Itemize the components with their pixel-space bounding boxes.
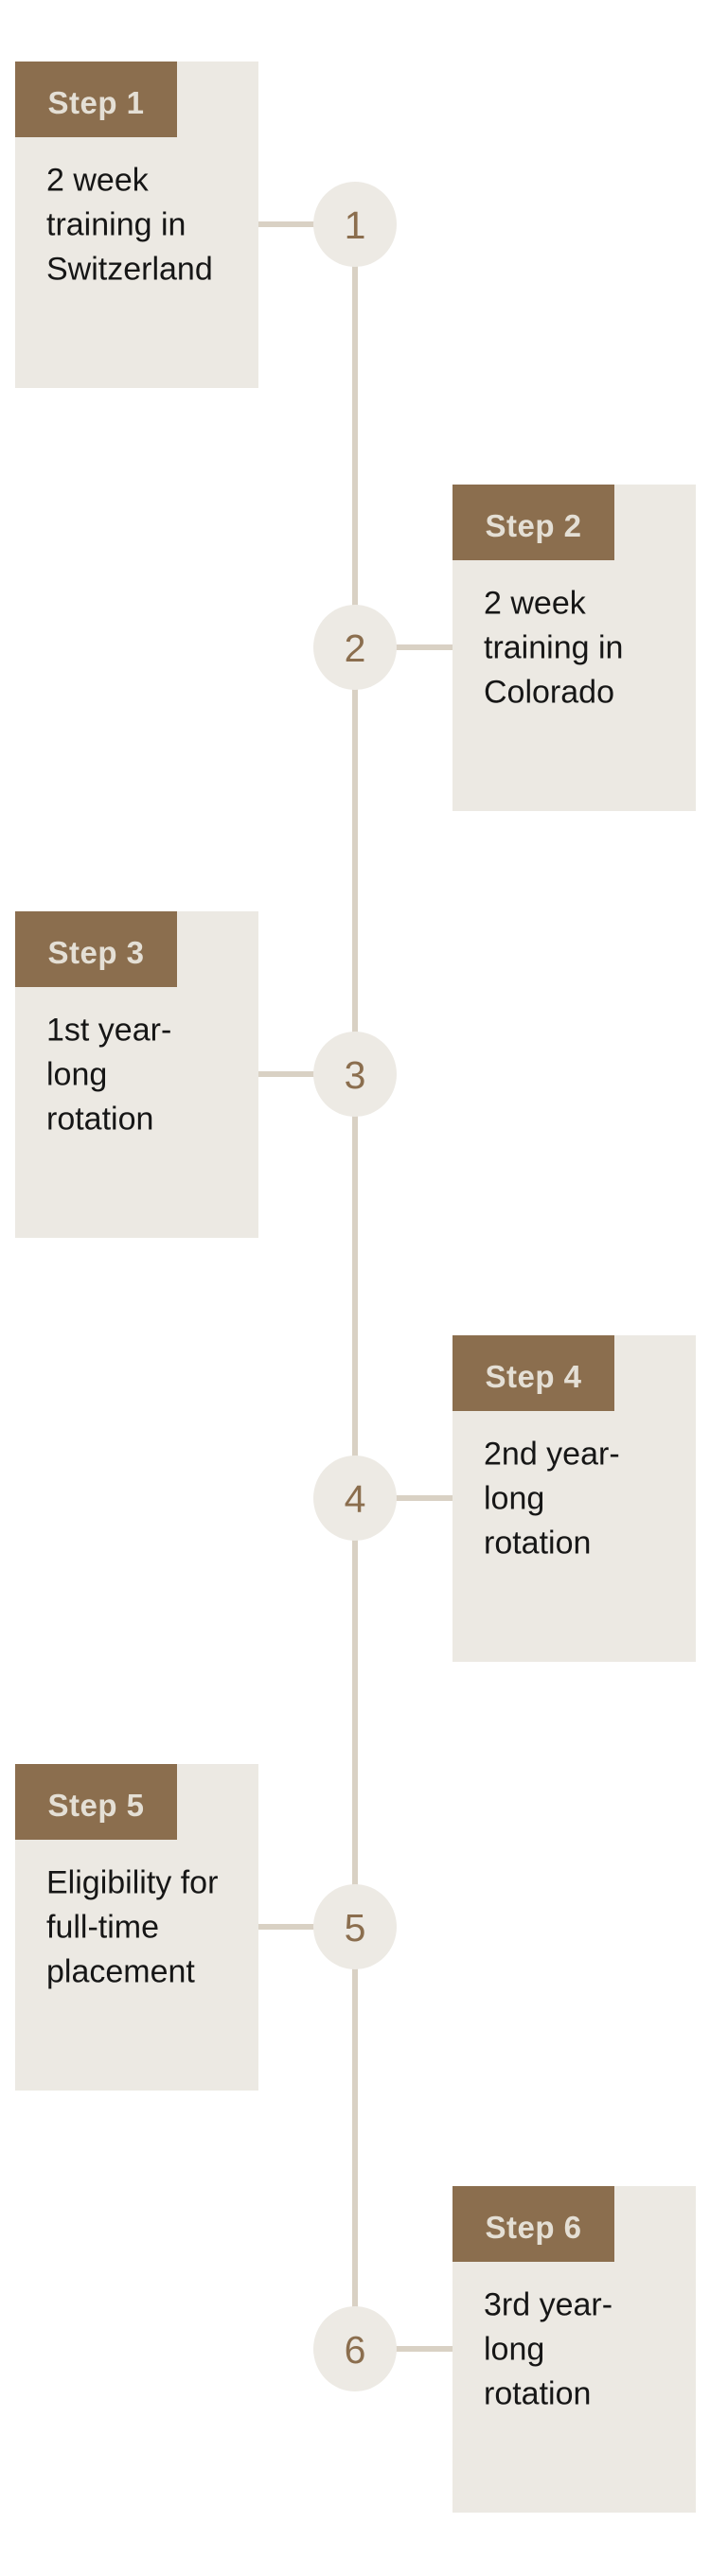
step-card: Step 5 Eligibility for full-time placeme…	[15, 1764, 258, 2091]
step-card: Step 6 3rd year- long rotation	[453, 2186, 696, 2513]
step-badge-label: Step 6	[485, 2209, 582, 2245]
timeline-step-5: Step 5 Eligibility for full-time placeme…	[0, 1764, 710, 2091]
step-card: Step 2 2 week training in Colorado	[453, 485, 696, 811]
step-badge: Step 3	[15, 911, 177, 987]
step-badge-label: Step 5	[47, 1787, 145, 1823]
step-number-circle: 2	[313, 605, 397, 690]
timeline-step-3: Step 3 1st year- long rotation 3	[0, 911, 710, 1238]
connector-line	[251, 1924, 355, 1930]
step-description: 2nd year- long rotation	[484, 1436, 620, 1561]
step-badge: Step 5	[15, 1764, 177, 1840]
timeline-step-4: Step 4 2nd year- long rotation 4	[0, 1335, 710, 1662]
step-number: 6	[344, 2327, 366, 2372]
step-number: 4	[344, 1476, 366, 1521]
step-number-circle: 6	[313, 2306, 397, 2391]
step-badge: Step 6	[453, 2186, 614, 2262]
step-number: 2	[344, 626, 366, 670]
step-description: 2 week training in Switzerland	[46, 162, 213, 287]
step-number-circle: 3	[313, 1032, 397, 1117]
step-description: 1st year- long rotation	[46, 1012, 172, 1137]
step-card: Step 4 2nd year- long rotation	[453, 1335, 696, 1662]
step-badge: Step 2	[453, 485, 614, 560]
step-badge-label: Step 3	[47, 934, 145, 970]
connector-line	[251, 1071, 355, 1077]
timeline-step-2: Step 2 2 week training in Colorado 2	[0, 485, 710, 811]
step-number-circle: 5	[313, 1884, 397, 1969]
timeline-step-6: Step 6 3rd year- long rotation 6	[0, 2186, 710, 2513]
timeline-axis-line	[352, 225, 358, 2347]
step-number-circle: 1	[313, 182, 397, 267]
connector-line	[251, 221, 355, 227]
step-description: Eligibility for full-time placement	[46, 1864, 219, 1989]
step-badge-label: Step 1	[47, 84, 145, 120]
step-badge-label: Step 2	[485, 507, 582, 543]
step-number-circle: 4	[313, 1456, 397, 1541]
step-description: 3rd year- long rotation	[484, 2286, 613, 2411]
timeline-step-1: Step 1 2 week training in Switzerland 1	[0, 62, 710, 388]
connector-line	[355, 644, 459, 650]
step-card: Step 1 2 week training in Switzerland	[15, 62, 258, 388]
step-badge-label: Step 4	[485, 1358, 582, 1394]
step-description: 2 week training in Colorado	[484, 585, 624, 710]
connector-line	[355, 1495, 459, 1501]
step-number: 3	[344, 1052, 366, 1097]
step-badge: Step 1	[15, 62, 177, 137]
step-badge: Step 4	[453, 1335, 614, 1411]
connector-line	[355, 2346, 459, 2352]
step-number: 1	[344, 203, 366, 247]
step-card: Step 3 1st year- long rotation	[15, 911, 258, 1238]
step-number: 5	[344, 1905, 366, 1950]
